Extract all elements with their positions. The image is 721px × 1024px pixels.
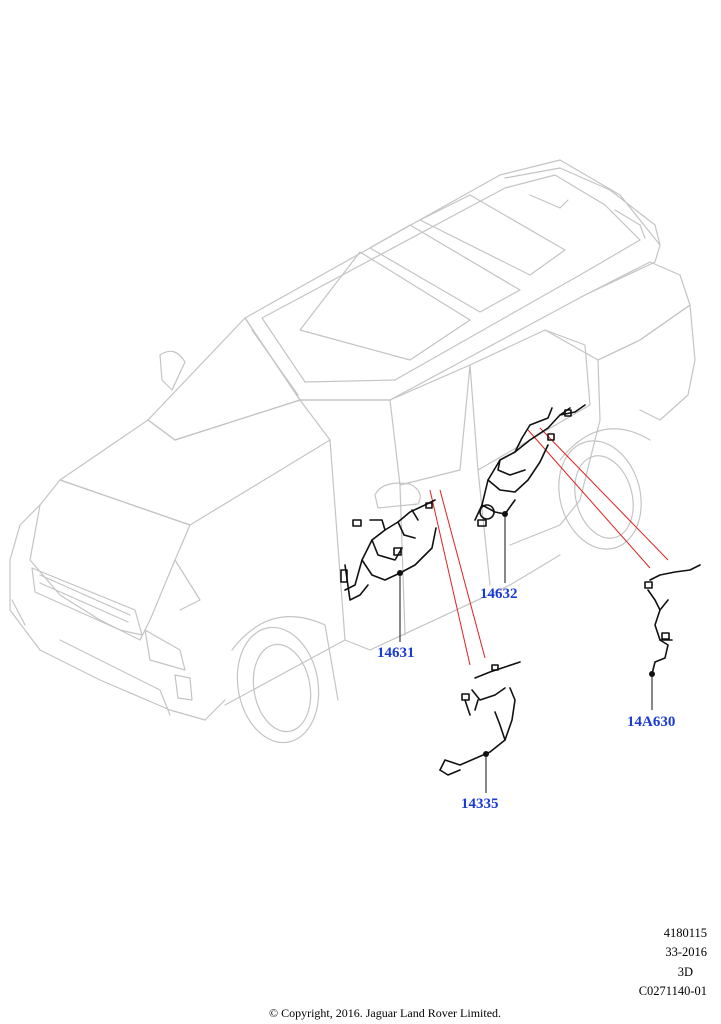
callout-14335[interactable]: 14335: [461, 796, 499, 812]
callout-14632[interactable]: 14632: [480, 586, 518, 602]
harness-14631: [340, 499, 437, 601]
harness-14335: [439, 661, 521, 776]
harness-14A630: [644, 564, 701, 675]
leader-lines: [429, 427, 669, 666]
vehicle-outline: [9, 159, 696, 744]
view-type: 3D: [677, 964, 693, 979]
callout-14631[interactable]: 14631: [377, 645, 415, 661]
ref-number: 4180115: [663, 926, 707, 940]
diagram-metadata: 4180115 33-2016 3D C0271140-01: [587, 924, 707, 1002]
callout-pointers: [399, 514, 653, 793]
harness-14632: [474, 404, 586, 527]
copyright-notice: © Copyright, 2016. Jaguar Land Rover Lim…: [268, 1006, 502, 1020]
illustration-id: C0271140-01: [638, 984, 707, 999]
callout-14A630[interactable]: 14A630: [627, 714, 676, 730]
date-code: 33-2016: [665, 945, 707, 960]
